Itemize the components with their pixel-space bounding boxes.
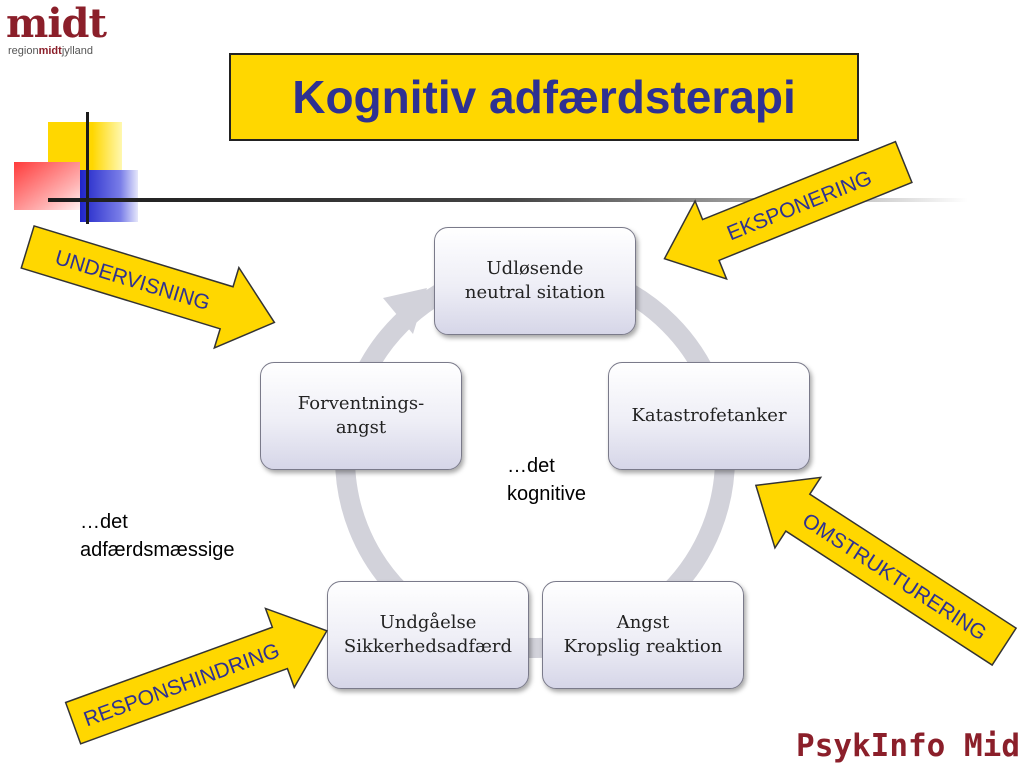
decor-blue-square [80, 170, 138, 222]
logo-sub-bold: midt [38, 45, 62, 57]
page-title: Kognitiv adfærdsterapi [292, 71, 796, 123]
decor-horizontal-rule [48, 198, 968, 202]
node-avoidance: Undgåelse Sikkerhedsadfærd [327, 581, 529, 689]
arrow-omstrukturering-label: OMSTRUKTURERING [798, 509, 991, 645]
note-cognitive-line-2: kognitive [507, 483, 586, 505]
node-anticipatory-line-1: Forventnings- [297, 393, 425, 414]
node-trigger-line-1: Udløsende [486, 258, 584, 279]
decor-vertical-line [86, 112, 89, 224]
title-box: Kognitiv adfærdsterapi [229, 53, 859, 141]
note-cognitive: …det kognitive [507, 452, 586, 508]
node-anticipatory-line-2: angst [335, 417, 387, 438]
node-anxiety: Angst Kropslig reaktion [542, 581, 744, 689]
logo-text: midt [6, 0, 107, 47]
cycle-arrowhead [383, 288, 427, 334]
node-catastrophic-thoughts: Katastrofetanker [608, 362, 810, 470]
node-anxiety-line-1: Angst [616, 612, 670, 633]
note-behavioral: …det adfærdsmæssige [80, 508, 235, 564]
note-behavioral-line-2: adfærdsmæssige [80, 539, 235, 561]
footer-brand: PsykInfo Mid [796, 728, 1020, 764]
arrow-undervisning-shape [20, 225, 276, 350]
node-anxiety-line-2: Kropslig reaktion [563, 636, 723, 657]
node-trigger-line-2: neutral sitation [464, 282, 606, 303]
arrow-omstrukturering-shape [754, 476, 1018, 667]
node-trigger: Udløsende neutral sitation [434, 227, 636, 335]
node-avoidance-line-2: Sikkerhedsadfærd [343, 636, 513, 657]
arrow-responshindring-shape [64, 607, 328, 745]
arrow-omstrukturering: OMSTRUKTURERING [754, 476, 1018, 667]
node-avoidance-line-1: Undgåelse [379, 612, 477, 633]
arrow-eksponering: EKSPONERING [663, 140, 913, 281]
note-behavioral-line-1: …det [80, 511, 128, 533]
node-catastrophic-line-1: Katastrofetanker [631, 405, 787, 426]
arrow-responshindring: RESPONSHINDRING [64, 607, 328, 745]
logo-sub-prefix: region [8, 45, 39, 57]
node-anticipatory-anxiety: Forventnings- angst [260, 362, 462, 470]
note-cognitive-line-1: …det [507, 455, 555, 477]
logo-subtitle: regionmidtjylland [8, 44, 93, 58]
arrow-eksponering-shape [663, 140, 913, 281]
decor-red-square [14, 162, 80, 210]
arrow-undervisning: UNDERVISNING [20, 225, 276, 350]
logo-sub-suffix: jylland [61, 45, 93, 57]
